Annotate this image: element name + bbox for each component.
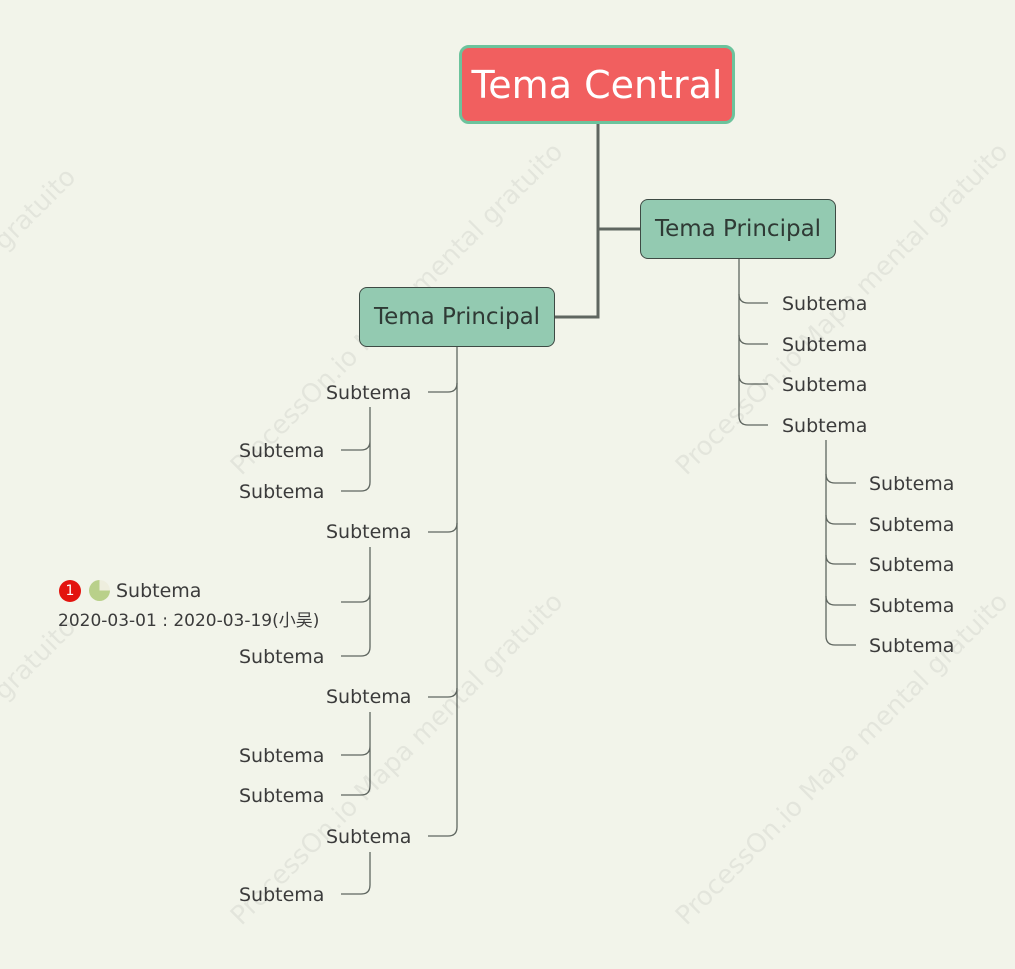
connector-left-spine <box>428 347 458 837</box>
connector-right-b1 <box>738 293 768 304</box>
subtopic[interactable]: Subtema <box>239 745 325 767</box>
connector-rn-3 <box>825 554 856 565</box>
progress-pie-icon <box>89 580 110 601</box>
subtopic[interactable]: Subtema <box>869 554 955 576</box>
subtopic[interactable]: Subtema <box>869 473 955 495</box>
subtopic[interactable]: Subtema <box>326 826 412 848</box>
subtopic[interactable]: Subtema <box>239 646 325 668</box>
subtopic[interactable]: Subtema <box>326 382 412 404</box>
central-topic[interactable]: Tema Central <box>459 45 735 124</box>
subtopic[interactable]: Subtema <box>869 635 955 657</box>
subtopic[interactable]: Subtema <box>782 293 868 315</box>
connector-left-b2 <box>428 522 458 533</box>
subtopic[interactable]: Subtema <box>326 521 412 543</box>
priority-badge: 1 <box>59 580 81 602</box>
connector-g2 <box>341 547 371 657</box>
subtopic[interactable]: Subtema <box>782 415 868 437</box>
task-subtopic[interactable]: Subtema <box>116 580 202 602</box>
main-topic-right[interactable]: Tema Principal <box>640 199 836 259</box>
subtopic[interactable]: Subtema <box>782 334 868 356</box>
connector-left-b3 <box>428 687 458 698</box>
subtopic[interactable]: Subtema <box>239 785 325 807</box>
connector-right-b3 <box>738 374 768 385</box>
connector-g4 <box>341 852 371 895</box>
connector-right-b2 <box>738 334 768 345</box>
main-topic-left[interactable]: Tema Principal <box>359 287 555 347</box>
connector-g1 <box>341 407 371 492</box>
connector-rn-1 <box>825 473 856 484</box>
connector-left-b1 <box>428 382 458 393</box>
connector-rn-4 <box>825 595 856 606</box>
subtopic[interactable]: Subtema <box>239 481 325 503</box>
connector-g3 <box>341 712 371 796</box>
subtopic[interactable]: Subtema <box>869 514 955 536</box>
subtopic[interactable]: Subtema <box>326 686 412 708</box>
subtopic[interactable]: Subtema <box>869 595 955 617</box>
task-dates: 2020-03-01 : 2020-03-19(小吴) <box>58 611 320 631</box>
connector-rn-2 <box>825 514 856 525</box>
subtopic[interactable]: Subtema <box>782 374 868 396</box>
connector-right-nested <box>825 440 856 646</box>
connector-right-spine <box>738 259 768 426</box>
subtopic[interactable]: Subtema <box>239 884 325 906</box>
connector-central-trunk <box>555 124 600 319</box>
subtopic[interactable]: Subtema <box>239 440 325 462</box>
